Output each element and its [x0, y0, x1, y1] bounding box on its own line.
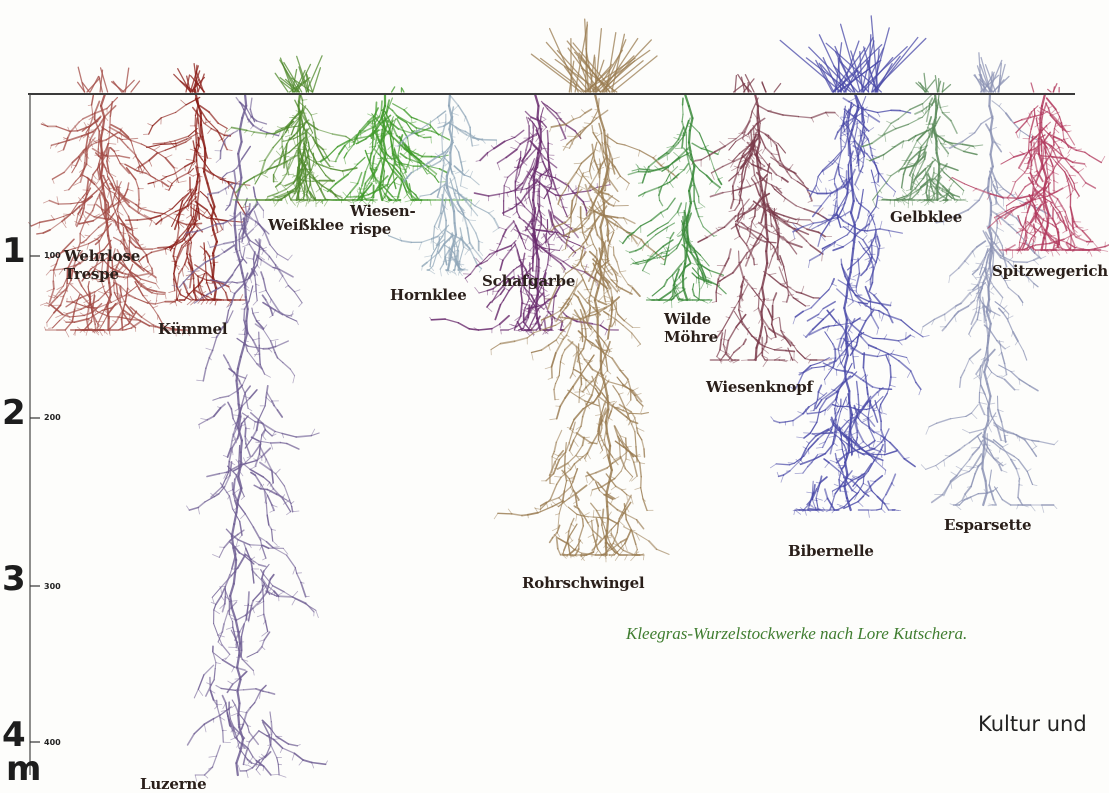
roots-spitzwegerich [949, 83, 1109, 257]
depth-meter-1: 1 [2, 234, 26, 268]
depth-cm-400: 400 [44, 738, 61, 747]
depth-meter-2: 2 [2, 396, 26, 430]
depth-cm-100: 100 [44, 251, 61, 260]
label-wiesenrispe: Wiesen- rispe [350, 202, 420, 238]
depth-unit: m [6, 752, 41, 786]
label-bibernelle: Bibernelle [788, 542, 874, 560]
label-wilde-moehre: Wilde Möhre [664, 310, 722, 346]
figure-caption: Kleegras-Wurzelstockwerke nach Lore Kuts… [626, 624, 967, 644]
footer-text: Kultur und [978, 712, 1087, 736]
label-kuemmel: Kümmel [158, 320, 227, 338]
depth-cm-200: 200 [44, 413, 61, 422]
roots-wehrlose-trespe [28, 67, 201, 337]
depth-meter-3: 3 [2, 562, 26, 596]
label-schafgarbe: Schafgarbe [482, 272, 575, 290]
label-spitzwegerich: Spitzwegerich [992, 262, 1108, 280]
label-gelbklee: Gelbklee [890, 208, 962, 226]
depth-cm-300: 300 [44, 582, 61, 591]
depth-meter-4: 4 [2, 718, 26, 752]
label-wehrlose-trespe: Wehrlose Trespe [64, 247, 152, 283]
roots-wilde-moehre [619, 94, 726, 308]
label-hornklee: Hornklee [390, 286, 467, 304]
root-systems [28, 16, 1109, 781]
label-luzerne: Luzerne [140, 775, 206, 793]
roots-bibernelle [770, 16, 929, 518]
label-weissklee: Weißklee [268, 216, 344, 234]
label-rohrschwingel: Rohrschwingel [522, 574, 644, 592]
label-wiesenknopf: Wiesenknopf [706, 378, 813, 396]
roots-rohrschwingel [491, 19, 677, 562]
label-esparsette: Esparsette [944, 516, 1031, 534]
